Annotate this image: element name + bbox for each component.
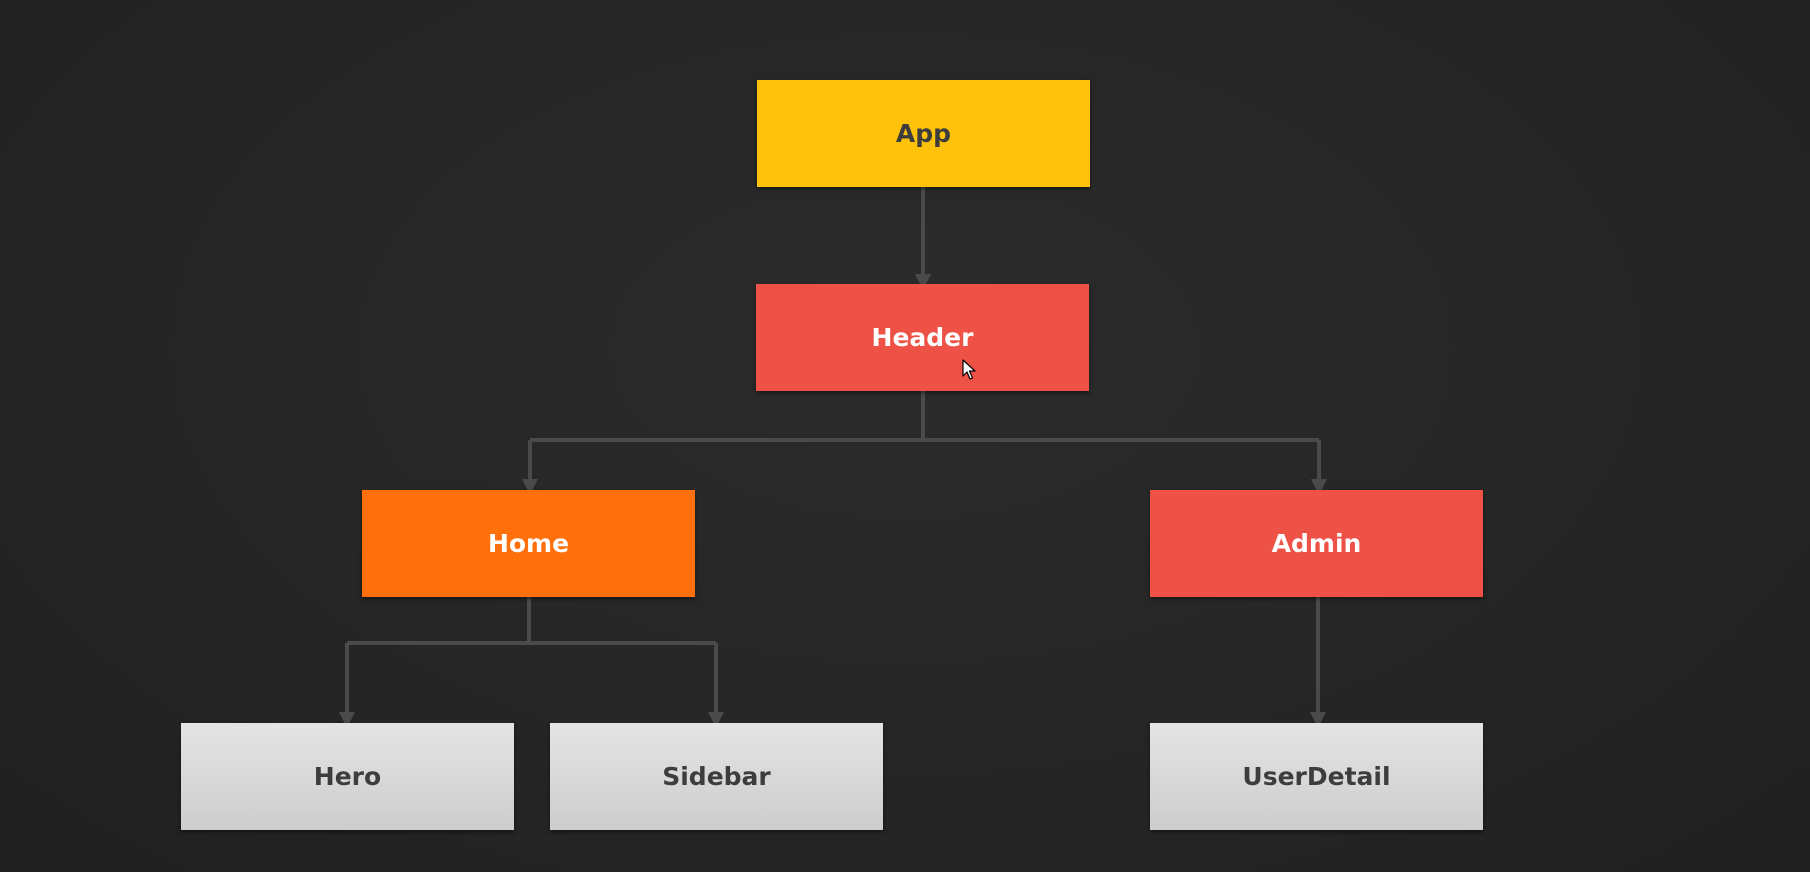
node-app-label: App: [895, 119, 952, 148]
node-userdetail-label: UserDetail: [1242, 762, 1391, 791]
mouse-pointer-icon: [962, 359, 976, 380]
node-home[interactable]: Home: [362, 490, 695, 597]
node-sidebar-label: Sidebar: [662, 762, 771, 791]
node-header-label: Header: [871, 323, 974, 352]
node-admin-label: Admin: [1271, 529, 1362, 558]
node-sidebar[interactable]: Sidebar: [550, 723, 883, 830]
node-home-label: Home: [487, 529, 570, 558]
node-app[interactable]: App: [757, 80, 1090, 187]
node-admin[interactable]: Admin: [1150, 490, 1483, 597]
node-userdetail[interactable]: UserDetail: [1150, 723, 1483, 830]
node-hero[interactable]: Hero: [181, 723, 514, 830]
node-hero-label: Hero: [313, 762, 382, 791]
node-header[interactable]: Header: [756, 284, 1089, 391]
